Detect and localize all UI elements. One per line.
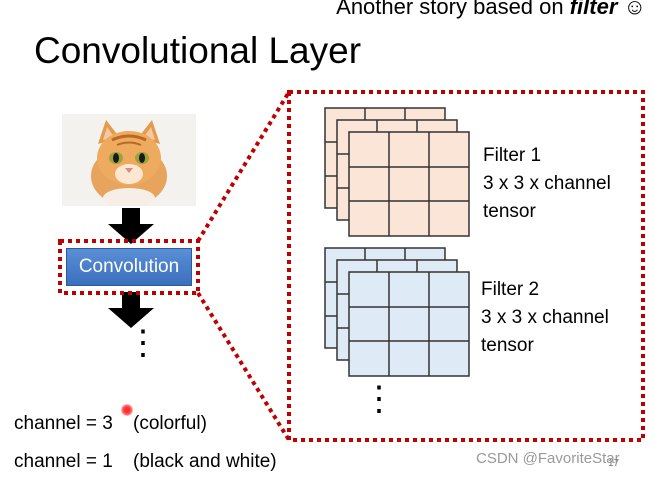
channel-1-description: (black and white) xyxy=(133,451,277,472)
kitten-image xyxy=(62,114,196,206)
subtitle-emphasis: filter xyxy=(569,0,618,19)
channel-1-label: channel = 1 xyxy=(14,451,113,472)
filter-2-description: Filter 2 3 x 3 x channel tensor xyxy=(481,276,609,360)
zoom-connector-bottom xyxy=(196,291,291,442)
filter-1-name: Filter 1 xyxy=(483,145,542,166)
slide-title: Convolutional Layer xyxy=(34,30,362,71)
channel-3-description: (colorful) xyxy=(133,413,207,434)
filter-2-shape: 3 x 3 x channel xyxy=(481,307,609,328)
filter-2-stack xyxy=(324,247,470,377)
filter-1-stack xyxy=(324,107,470,237)
down-arrow-icon xyxy=(108,292,154,328)
page-number: 17 xyxy=(608,458,620,469)
filter-2-kind: tensor xyxy=(481,335,534,356)
filters-ellipsis: ⋮ xyxy=(362,380,396,418)
convolution-highlight-frame xyxy=(58,239,200,295)
filter-2-name: Filter 2 xyxy=(481,279,540,300)
layers-ellipsis: ⋮ xyxy=(126,324,160,362)
laser-pointer-dot xyxy=(121,404,133,416)
filter-1-kind: tensor xyxy=(483,201,536,222)
zoom-connector-top xyxy=(196,90,291,243)
filter-1-description: Filter 1 3 x 3 x channel tensor xyxy=(483,142,611,226)
channel-3-label: channel = 3 xyxy=(14,413,113,434)
watermark: CSDN @FavoriteStar xyxy=(476,450,620,467)
smiley-text: ☺ xyxy=(617,0,646,19)
convolution-block: Convolution xyxy=(66,248,192,286)
convolution-label: Convolution xyxy=(78,256,180,277)
filter-1-shape: 3 x 3 x channel xyxy=(483,173,611,194)
filters-zoom-frame xyxy=(287,90,645,442)
down-arrow-icon xyxy=(108,208,154,244)
subtitle-prefix: Another story based on xyxy=(336,0,570,19)
slide-subtitle: Another story based on filter ☺ xyxy=(336,0,646,20)
